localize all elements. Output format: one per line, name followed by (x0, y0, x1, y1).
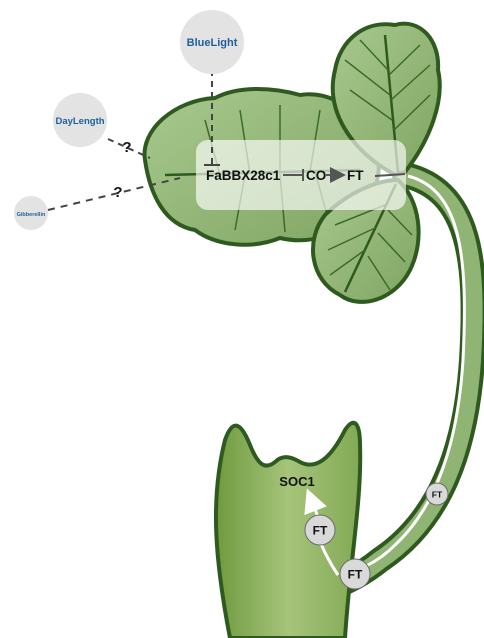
daylength-unknown-mark: ? (122, 139, 131, 156)
gene-co: CO (306, 168, 326, 183)
ft-bubble-stem-label: FT (432, 490, 443, 500)
gene-fabbx28c1: FaBBX28c1 (206, 168, 281, 183)
shoot-apex (216, 423, 360, 638)
daylength-label: DayLength (55, 116, 104, 127)
gibberellin-unknown-mark: ? (113, 184, 122, 201)
ft-bubble-apex-label: FT (313, 524, 328, 538)
soc1-label: SOC1 (279, 474, 314, 489)
ft-bubble-bottom-label: FT (348, 568, 363, 582)
gibberellin-label: Gibberellin (17, 212, 46, 218)
gene-ft: FT (347, 168, 364, 183)
bluelight-label: BlueLight (187, 37, 238, 49)
